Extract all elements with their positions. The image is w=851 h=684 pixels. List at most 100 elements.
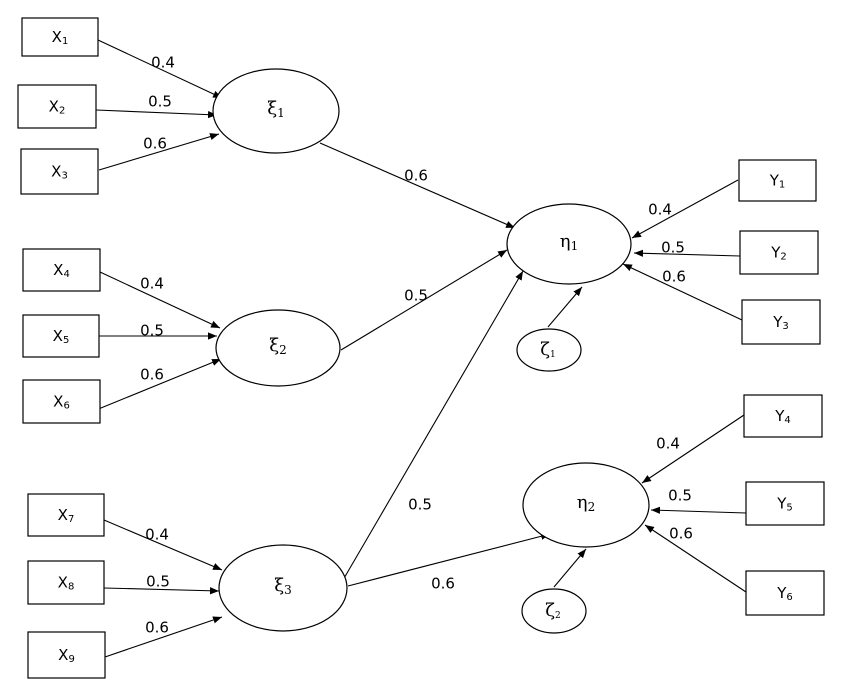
node-label: η2 <box>577 492 595 514</box>
node-label: X7 <box>58 506 75 526</box>
node-label: η1 <box>560 231 578 253</box>
latent-oval <box>522 462 650 548</box>
latent-oval <box>506 203 632 285</box>
indicator-y1: Y1 <box>738 159 817 202</box>
path-weight-xi3-eta1: 0.5 <box>408 496 432 514</box>
indicator-x2: X2 <box>17 84 97 129</box>
path-arrow-y3-eta1 <box>622 263 743 321</box>
latent-eta2: η2 <box>522 462 650 548</box>
path-weight-labels: 0.4 0.5 0.6 0.4 0.5 0.6 0.4 0.5 0.6 0.6 0.5 0.5 0.6 0… <box>140 54 693 637</box>
indicator-y4: Y4 <box>743 394 823 438</box>
path-weight-x6-xi2: 0.6 <box>140 366 164 384</box>
node-label: ξ1 <box>267 98 285 120</box>
path-weight-xi1-eta1: 0.6 <box>404 167 428 185</box>
indicator-box <box>22 314 100 358</box>
node-label: X2 <box>49 97 66 117</box>
path-arrow-x8-xi3 <box>103 587 220 595</box>
indicator-box <box>27 493 105 537</box>
indicator-x3: X3 <box>20 148 99 195</box>
path-arrow-y6-eta2 <box>644 524 747 593</box>
path-weight-x4-xi2: 0.4 <box>140 275 164 293</box>
indicator-x5: X5 <box>22 314 100 358</box>
error-zeta2: ζ2 <box>521 588 587 634</box>
path-weight-y4-eta2: 0.4 <box>656 435 680 453</box>
indicator-box <box>27 631 106 679</box>
path-weight-xi2-eta1: 0.5 <box>404 287 428 305</box>
path-arrow-xi3-eta2 <box>347 532 551 587</box>
latent-xi1: ξ1 <box>212 68 340 154</box>
path-weight-xi3-eta2: 0.6 <box>431 575 455 593</box>
path-arrow-xi3-eta1 <box>342 270 524 581</box>
path-weight-x3-xi1: 0.6 <box>143 135 167 153</box>
path-weight-y1-eta1: 0.4 <box>648 201 672 219</box>
path-arrow-x2-xi1 <box>95 109 218 119</box>
latent-eta1: η1 <box>506 203 632 285</box>
indicator-box <box>22 379 101 424</box>
path-arrow-x1-xi1 <box>97 39 223 99</box>
path-arrow-xi1-eta1 <box>319 142 516 229</box>
node-label: ξ2 <box>269 335 287 357</box>
path-arrow-x9-xi3 <box>104 616 223 658</box>
indicator-box <box>22 248 101 292</box>
indicator-x4: X4 <box>22 248 101 292</box>
indicator-box <box>17 84 97 129</box>
node-label: X6 <box>53 392 70 412</box>
indicator-x8: X8 <box>27 560 105 605</box>
latent-oval <box>212 68 340 154</box>
indicator-box <box>745 481 825 526</box>
error-zeta1: ζ1 <box>516 328 582 372</box>
indicator-box <box>20 148 99 195</box>
indicator-x9: X9 <box>27 631 106 679</box>
indicator-y5: Y5 <box>745 481 825 526</box>
path-weight-x1-xi1: 0.4 <box>151 54 175 72</box>
node-label: Y5 <box>776 494 793 514</box>
error-oval <box>521 588 587 634</box>
path-weight-y2-eta1: 0.5 <box>661 239 685 257</box>
path-arrow-x7-xi3 <box>103 519 223 571</box>
node-label: Y6 <box>776 584 793 604</box>
path-edges <box>95 39 747 658</box>
indicator-box <box>738 159 817 202</box>
path-arrow-xi2-eta1 <box>340 249 508 351</box>
indicator-box <box>745 570 825 616</box>
indicator-y2: Y2 <box>739 230 819 275</box>
path-arrow-y4-eta2 <box>641 414 745 484</box>
path-arrow-zeta2-eta2 <box>553 548 587 588</box>
node-label: X4 <box>53 261 70 281</box>
node-label: Y2 <box>770 243 787 263</box>
node-label: X3 <box>51 162 68 182</box>
path-arrow-x4-xi2 <box>99 271 221 329</box>
node-label: ζ1 <box>540 339 556 360</box>
path-weight-x7-xi3: 0.4 <box>145 526 169 544</box>
node-label: X1 <box>52 28 69 48</box>
indicator-box <box>743 394 823 438</box>
latent-oval <box>215 309 341 387</box>
indicator-x1: X1 <box>21 17 99 57</box>
node-label: X9 <box>58 646 75 666</box>
indicator-box <box>741 299 821 345</box>
node-label: X8 <box>58 573 75 593</box>
latent-xi3: ξ3 <box>218 544 348 632</box>
node-label: ξ3 <box>274 575 292 597</box>
path-weight-y5-eta2: 0.5 <box>668 487 692 505</box>
indicator-y6: Y6 <box>745 570 825 616</box>
path-weight-x5-xi2: 0.5 <box>140 322 164 340</box>
latent-xi2: ξ2 <box>215 309 341 387</box>
indicator-box <box>739 230 819 275</box>
path-weight-y3-eta1: 0.6 <box>662 268 686 286</box>
path-weight-x8-xi3: 0.5 <box>146 573 170 591</box>
path-arrow-y2-eta1 <box>633 249 741 257</box>
indicator-x7: X7 <box>27 493 105 537</box>
path-arrow-y1-eta1 <box>631 179 739 239</box>
node-label: Y3 <box>772 313 789 333</box>
node-label: Y1 <box>769 171 786 191</box>
path-arrow-y5-eta2 <box>650 506 747 514</box>
error-oval <box>516 328 582 372</box>
node-label: X5 <box>53 327 70 347</box>
path-weight-x2-xi1: 0.5 <box>148 93 172 111</box>
indicator-box <box>27 560 105 605</box>
path-weight-y6-eta2: 0.6 <box>669 525 693 543</box>
path-arrow-zeta1-eta1 <box>547 286 583 328</box>
